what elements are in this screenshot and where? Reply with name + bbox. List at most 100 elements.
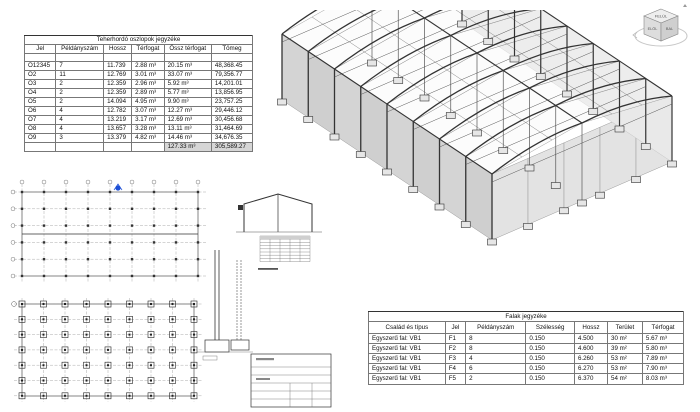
table-cell: 4.82 m³ (131, 133, 165, 143)
plan-column (152, 241, 156, 244)
plan-column (152, 224, 156, 227)
footing-plan (190, 377, 198, 384)
footing (393, 77, 404, 84)
footing-plan (18, 392, 26, 400)
plan-column (64, 333, 66, 336)
column-detail-drawing[interactable] (195, 240, 255, 370)
plan-column (64, 207, 68, 210)
plan-column (171, 348, 174, 351)
eave-beam (281, 33, 493, 175)
title-block-text-bar (256, 358, 274, 361)
grid-bubble (173, 179, 179, 185)
plan-column (128, 379, 131, 382)
grid-bubble (151, 179, 157, 185)
grid-bubble (195, 179, 201, 185)
table-cell: 53 m² (607, 363, 643, 375)
footing (535, 73, 546, 80)
footing (457, 20, 467, 28)
plan-column (152, 207, 156, 210)
table-cell: 8 (465, 333, 527, 345)
model-roof (281, 10, 673, 175)
footing (523, 223, 533, 230)
grid-bubble (129, 179, 135, 185)
purlin (420, 52, 448, 71)
plan-column (196, 224, 200, 227)
table-cell: 2 (55, 97, 105, 107)
portal-section-drawing[interactable] (230, 188, 328, 276)
plan-column (21, 364, 23, 367)
plan-column (64, 364, 66, 367)
purlin (443, 104, 470, 123)
footing-plan (104, 346, 112, 354)
table-cell: 3 (55, 133, 105, 143)
tag-box (202, 355, 218, 361)
plan-column (108, 207, 112, 210)
footing-plan (18, 300, 26, 308)
footing-plan (61, 392, 69, 400)
plan-column (174, 241, 178, 244)
plan-column (193, 318, 195, 321)
table-cell: 30,456.68 (210, 115, 254, 125)
view-cube-top-label: FELÜL (655, 14, 668, 19)
plan-column (108, 190, 112, 194)
footing-plan (126, 300, 133, 308)
table-cell: O2 (23, 70, 57, 80)
plan-column (193, 394, 195, 397)
footing (408, 186, 419, 193)
table-cell: 3.17 m³ (131, 115, 165, 125)
plan-column (42, 333, 45, 336)
plan-column (196, 241, 200, 244)
footing-plan (18, 361, 26, 369)
floor-plan-upper-drawing[interactable] (10, 178, 210, 288)
table-cell: 9.90 m³ (163, 97, 212, 107)
table-cell: Egyszerű fal: VB1 (368, 333, 446, 345)
purlin (338, 34, 365, 53)
floor-plan-lower-drawing[interactable] (10, 294, 206, 406)
footing (445, 112, 456, 119)
rotate-left-icon[interactable] (632, 31, 638, 39)
table-cell: 6.370 (573, 373, 609, 385)
table-cell: 2 (465, 373, 527, 385)
plan-column (171, 303, 174, 305)
table-cell: 13.11 m³ (163, 124, 212, 134)
plan-column (64, 318, 66, 321)
table-cell: O5 (23, 97, 57, 107)
plan-column (128, 394, 131, 397)
plan-column (64, 241, 68, 244)
plan-column (128, 348, 131, 351)
home-icon[interactable] (683, 4, 687, 7)
footing-plan (83, 331, 90, 338)
purlin (499, 104, 526, 123)
footing-plan (104, 300, 112, 308)
purlin (311, 16, 339, 35)
plan-column (174, 274, 178, 278)
footing-plan (104, 315, 112, 323)
plan-column (107, 379, 109, 382)
plan-column (86, 224, 90, 227)
level-marker-icon (238, 205, 243, 210)
plan-column (20, 224, 24, 227)
view-cube-left-face[interactable] (660, 15, 679, 42)
3d-model-view[interactable] (268, 10, 678, 292)
purlin (356, 10, 369, 18)
table-cell: O7 (23, 115, 57, 125)
footing-plan (18, 331, 26, 338)
plan-column (130, 207, 134, 210)
plan-column (85, 303, 88, 305)
table-cell: 4 (465, 353, 527, 365)
footing-plan (190, 331, 198, 338)
title-block-drawing (250, 353, 332, 408)
footing (550, 182, 561, 189)
view-cube-navigator[interactable]: FELÜL ELÖL BAL (628, 1, 690, 51)
purlin (368, 17, 395, 36)
footing-plan (18, 315, 26, 323)
table-cell: 29,446.12 (210, 106, 254, 116)
table-cell: 4 (55, 106, 105, 116)
footing-plan (190, 300, 198, 308)
